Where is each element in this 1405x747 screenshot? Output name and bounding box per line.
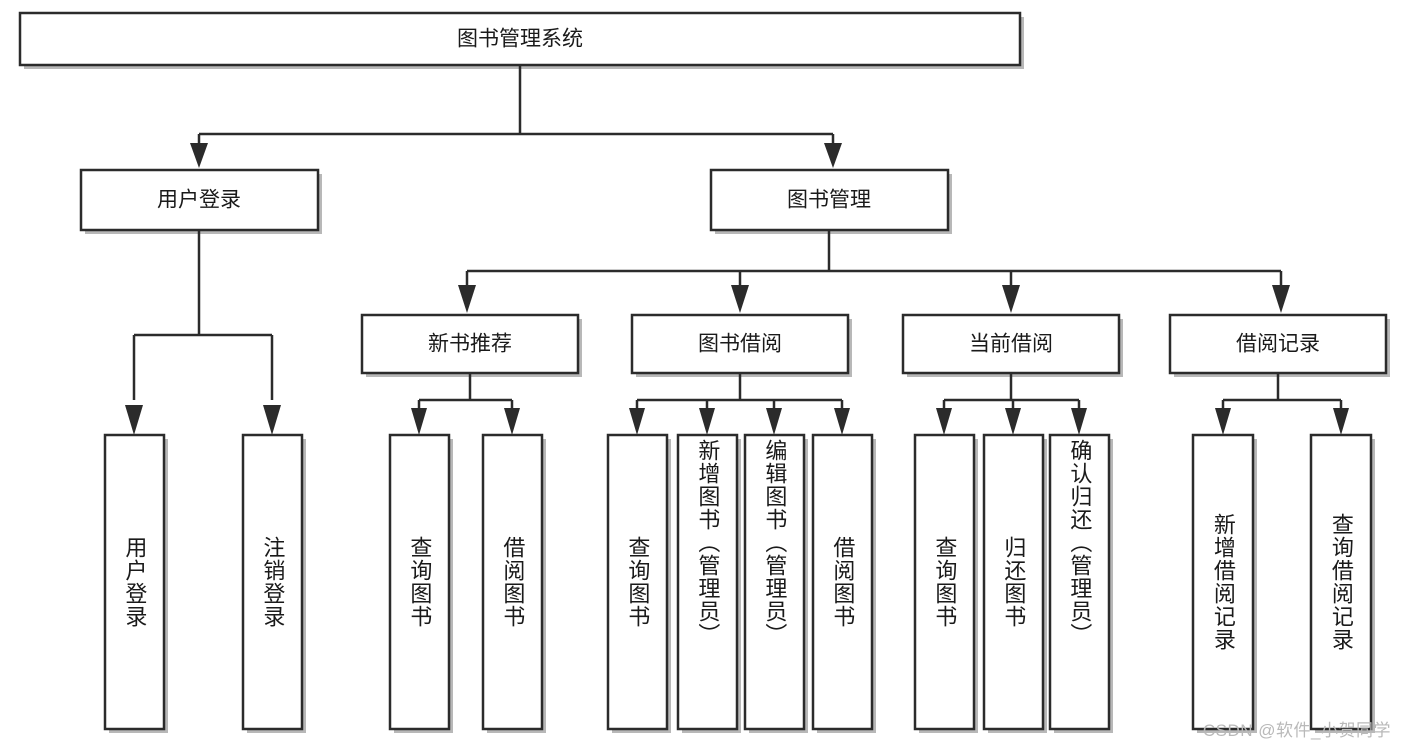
arrow-to-book-management (824, 143, 842, 168)
arrow-leaf-query-book-2 (629, 408, 645, 435)
arrow-to-leaf-user-login (125, 405, 143, 435)
user-login-label: 用户登录 (157, 189, 241, 212)
leaf-box-query-borrow-record[interactable] (1309, 433, 1373, 731)
book-borrow-label: 图书借阅 (698, 333, 782, 356)
borrow-record-label: 借阅记录 (1236, 333, 1320, 356)
leaf-boxes (103, 433, 1375, 733)
connector-current-borrow-to-leaves (936, 373, 1087, 435)
arrow-leaf-borrow-book-1 (504, 408, 520, 435)
node-user-login[interactable]: 用户登录 (79, 168, 322, 234)
arrow-leaf-add-borrow-record (1215, 408, 1231, 435)
connector-book-management-to-level3 (458, 230, 1290, 313)
new-book-recommend-box (360, 313, 580, 375)
leaf-box-user-login[interactable] (103, 433, 166, 731)
arrow-to-new-book-recommend (458, 285, 476, 313)
csdn-watermark: CSDN @软件_小贺同学 (1202, 721, 1391, 740)
current-borrow-box (901, 313, 1121, 375)
node-new-book-recommend[interactable]: 新书推荐 (360, 313, 582, 377)
leaf-box-query-book-1[interactable] (388, 433, 451, 731)
node-root[interactable]: 图书管理系统 (18, 11, 1024, 69)
leaf-box-logout[interactable] (241, 433, 304, 731)
root-label: 图书管理系统 (457, 28, 583, 51)
node-book-borrow[interactable]: 图书借阅 (630, 313, 852, 377)
arrow-to-borrow-record (1272, 285, 1290, 313)
arrow-leaf-return-book (1005, 408, 1021, 435)
book-management-label: 图书管理 (787, 189, 871, 212)
arrow-leaf-query-book-1 (411, 408, 427, 435)
leaf-box-return-book[interactable] (982, 433, 1045, 731)
node-borrow-record[interactable]: 借阅记录 (1168, 313, 1390, 377)
arrow-leaf-edit-book (766, 408, 782, 435)
root-box (18, 11, 1022, 67)
connector-user-login-to-leaves (125, 230, 281, 435)
leaf-box-confirm-return[interactable] (1048, 433, 1111, 731)
leaf-box-borrow-book-1[interactable] (481, 433, 544, 731)
connector-book-borrow-to-leaves (629, 373, 850, 435)
leaf-box-query-book-3[interactable] (913, 433, 976, 731)
arrow-to-book-borrow (731, 285, 749, 313)
current-borrow-label: 当前借阅 (969, 333, 1053, 356)
arrow-to-leaf-logout (263, 405, 281, 435)
node-current-borrow[interactable]: 当前借阅 (901, 313, 1123, 377)
new-book-recommend-label: 新书推荐 (428, 333, 512, 356)
borrow-record-box (1168, 313, 1388, 375)
arrow-leaf-query-borrow-record (1333, 408, 1349, 435)
arrow-leaf-confirm-return (1071, 408, 1087, 435)
user-login-box (79, 168, 320, 232)
leaf-box-add-borrow-record[interactable] (1191, 433, 1255, 731)
leaf-box-edit-book[interactable] (743, 433, 806, 731)
arrow-to-user-login (190, 143, 208, 168)
leaf-box-query-book-2[interactable] (606, 433, 669, 731)
connector-root-to-level2 (190, 65, 842, 168)
connector-borrow-record-to-leaves (1215, 373, 1349, 435)
arrow-to-current-borrow (1002, 285, 1020, 313)
arrow-leaf-borrow-book-2 (834, 408, 850, 435)
node-book-management[interactable]: 图书管理 (709, 168, 952, 234)
leaf-box-borrow-book-2[interactable] (811, 433, 874, 731)
connector-new-book-recommend-to-leaves (411, 373, 520, 435)
leaf-box-add-book[interactable] (676, 433, 739, 731)
arrow-leaf-query-book-3 (936, 408, 952, 435)
arrow-leaf-add-book (699, 408, 715, 435)
